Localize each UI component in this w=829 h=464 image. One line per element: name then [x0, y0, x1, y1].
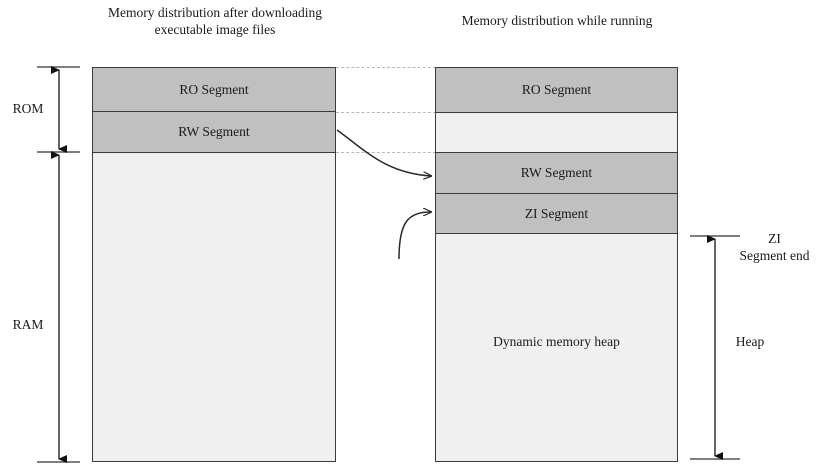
- guide-line-top: [336, 67, 436, 68]
- zi-initialisation-arrow: [398, 212, 431, 260]
- rom-axis-label: ROM: [12, 101, 44, 116]
- guide-line-ro-bottom: [336, 112, 436, 113]
- right-heap-area: Dynamic memory heap: [435, 233, 678, 462]
- left-segment-ro: RO Segment: [92, 67, 336, 112]
- right-segment-ro-label: RO Segment: [521, 82, 592, 97]
- zi-segment-end-label-line1: ZI: [768, 231, 781, 246]
- heap-axis-label: Heap: [735, 334, 765, 349]
- right-segment-gap: [435, 112, 678, 153]
- rw-relocation-arrow: [336, 129, 431, 176]
- left-segment-rw: RW Segment: [92, 111, 336, 153]
- guide-line-rw-bottom: [336, 152, 436, 153]
- left-segment-rw-label: RW Segment: [178, 124, 250, 139]
- right-panel-title: Memory distribution while running: [461, 13, 653, 28]
- left-panel-title: Memory distribution after downloading ex…: [107, 5, 323, 37]
- zi-segment-end-label: ZI Segment end: [720, 230, 829, 264]
- right-segment-rw: RW Segment: [435, 152, 678, 194]
- left-free-memory-area: [92, 152, 336, 462]
- ram-axis-label: RAM: [12, 317, 44, 332]
- right-segment-zi: ZI Segment: [435, 193, 678, 234]
- right-segment-rw-label: RW Segment: [520, 165, 593, 180]
- right-heap-label: Dynamic memory heap: [493, 333, 620, 349]
- right-segment-ro: RO Segment: [435, 67, 678, 113]
- left-segment-ro-label: RO Segment: [179, 81, 249, 97]
- right-segment-zi-label: ZI Segment: [524, 205, 589, 221]
- zi-segment-end-label-line2: Segment end: [739, 248, 810, 263]
